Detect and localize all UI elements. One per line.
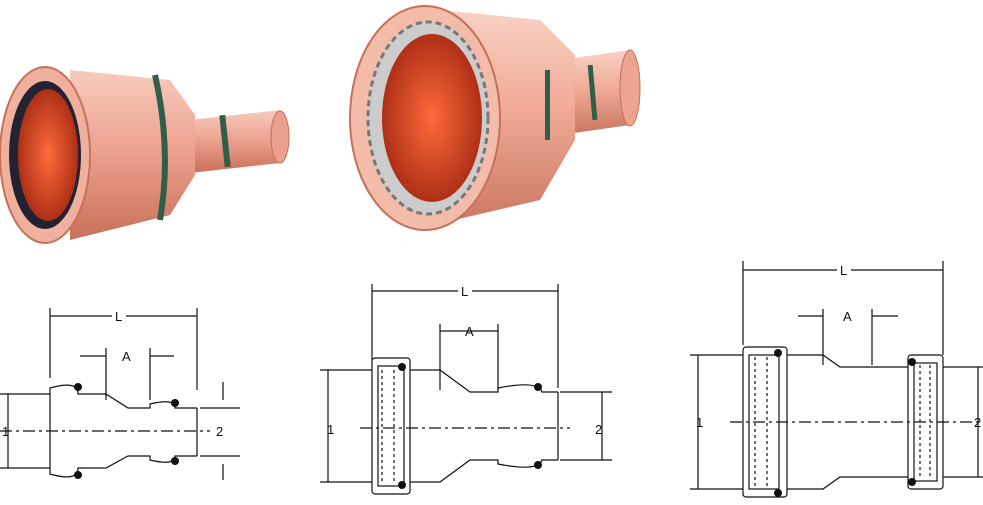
label-port2: 2 bbox=[216, 424, 223, 439]
label-length: L bbox=[461, 284, 468, 299]
label-insert: A bbox=[465, 324, 474, 339]
label-port1: 1 bbox=[327, 422, 334, 437]
label-port1: 1 bbox=[696, 415, 703, 430]
label-insert: A bbox=[122, 349, 131, 364]
label-insert: A bbox=[843, 309, 852, 324]
label-length: L bbox=[115, 309, 122, 324]
label-port1: 1 bbox=[2, 424, 9, 439]
reducer-drawing-3: L A 1 2 bbox=[690, 261, 983, 498]
label-length: L bbox=[840, 263, 847, 278]
label-port2: 2 bbox=[595, 422, 602, 437]
reducer-drawing-2: L A 1 2 bbox=[320, 284, 612, 495]
reducer-drawing-1: L A 1 2 bbox=[0, 308, 240, 480]
reducer-fitting-photo-large bbox=[349, 5, 641, 231]
reducer-fitting-photo-small bbox=[0, 66, 290, 244]
label-port2: 2 bbox=[974, 415, 981, 430]
